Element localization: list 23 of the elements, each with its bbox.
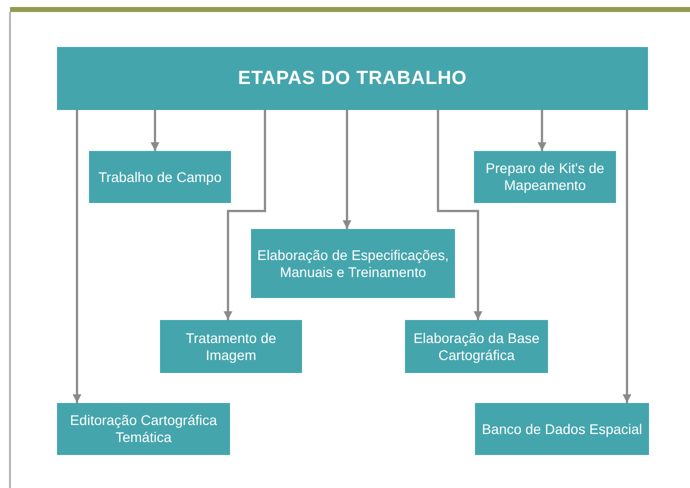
box-label: Elaboração de Especificações, Manuais e Treinamento: [257, 246, 449, 280]
process-box: [251, 229, 455, 298]
box-label: Elaboração da Base Cartográfica: [412, 330, 541, 364]
process-box: [160, 320, 302, 373]
arrow: [72, 110, 82, 403]
process-box: [57, 403, 230, 455]
arrow: [150, 110, 160, 151]
box-label: Editoração Cartográfica Temática: [68, 412, 218, 446]
arrow: [436, 110, 482, 320]
box-label: Trabalho de Campo: [98, 168, 222, 186]
box-label: Banco de Dados Espacial: [482, 420, 642, 438]
box-label: Tratamento de Imagem: [184, 330, 278, 364]
process-box: [405, 320, 548, 373]
arrow: [622, 110, 632, 403]
arrow: [538, 110, 546, 151]
process-box: [474, 151, 616, 203]
heading-text: ETAPAS DO TRABALHO: [238, 70, 467, 87]
header-box: [57, 47, 648, 110]
process-box: [475, 403, 649, 455]
process-box: [89, 151, 231, 203]
box-label: Preparo de Kit's de Mapeamento: [484, 160, 606, 194]
arrow: [342, 110, 352, 229]
arrow: [224, 110, 266, 320]
